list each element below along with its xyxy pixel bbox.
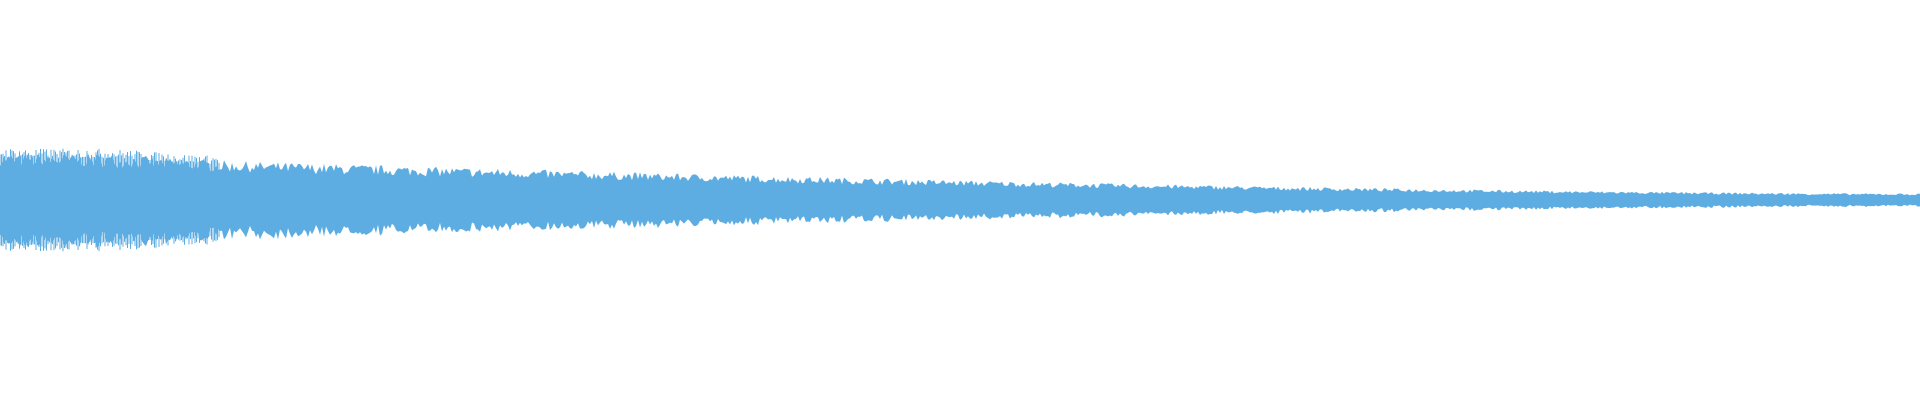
- waveform-peaks: [0, 148, 220, 252]
- waveform-envelope: [0, 153, 1920, 248]
